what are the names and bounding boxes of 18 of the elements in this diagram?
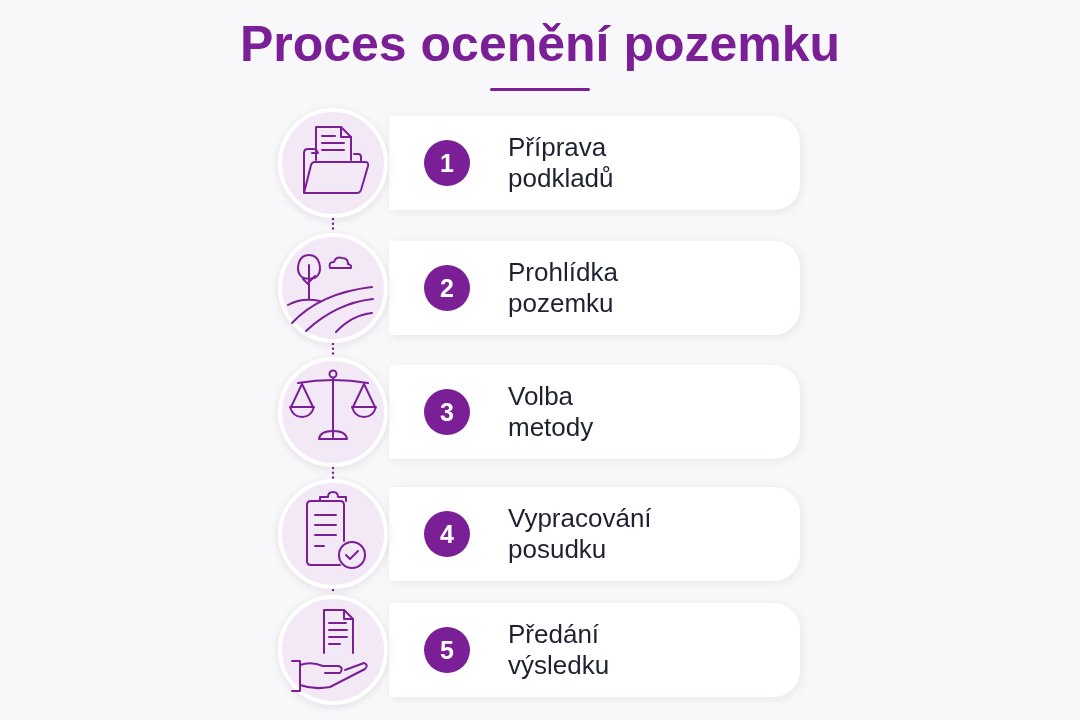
step-label: Prohlídka pozemku	[508, 257, 618, 319]
title: Proces ocenění pozemku	[239, 15, 841, 74]
step-card	[389, 603, 800, 697]
dotted-connector	[331, 466, 335, 480]
step-number: 1	[424, 140, 470, 186]
step-label: Volba metody	[508, 381, 594, 443]
step-label: Vypracování posudku	[508, 503, 652, 565]
step-card	[389, 116, 800, 210]
step-number: 2	[424, 265, 470, 311]
step-card	[389, 365, 800, 459]
step-label: Příprava podkladů	[508, 132, 614, 194]
dotted-connector	[331, 342, 335, 358]
step-number: 3	[424, 389, 470, 435]
step-number: 5	[424, 627, 470, 673]
step-card	[389, 241, 800, 335]
step-number: 4	[424, 511, 470, 557]
step-label: Předání výsledku	[508, 619, 610, 681]
step-card	[389, 487, 800, 581]
